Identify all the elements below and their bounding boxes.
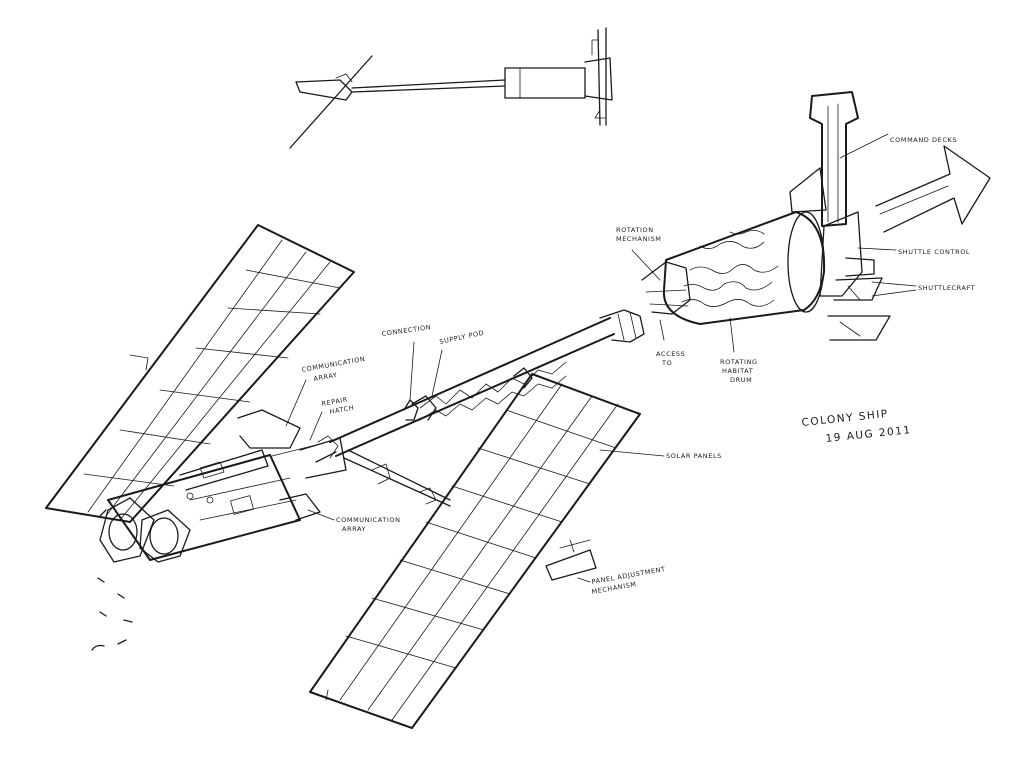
leader-lines xyxy=(285,133,917,583)
main-truss xyxy=(315,309,645,463)
label-rotation-mechanism-2: MECHANISM xyxy=(616,235,662,243)
habitat-drum xyxy=(641,211,826,325)
panel-adjustment-mechanism xyxy=(545,539,597,581)
label-comm-array-lower-1: COMMUNICATION xyxy=(336,516,401,524)
label-comm-array-lower-2: ARRAY xyxy=(342,525,366,533)
annotation-labels: COMMAND DECKS SHUTTLE CONTROL SHUTTLECRA… xyxy=(301,136,975,596)
label-habitat-drum-2: HABITAT xyxy=(722,367,753,375)
signature-block: COLONY SHIP 19 AUG 2011 xyxy=(801,408,912,445)
exhaust-trail xyxy=(91,509,133,651)
label-habitat-drum-1: ROTATING xyxy=(720,358,758,366)
signature-date: 19 AUG 2011 xyxy=(825,424,912,445)
signature-title: COLONY SHIP xyxy=(801,408,889,429)
label-rotation-mechanism-1: ROTATION xyxy=(616,226,654,234)
left-solar-panel xyxy=(45,224,355,523)
engine-module xyxy=(99,409,347,563)
label-shuttlecraft: SHUTTLECRAFT xyxy=(918,284,975,292)
label-solar-panels: SOLAR PANELS xyxy=(666,452,722,460)
thumbnail-sketch xyxy=(289,27,613,149)
label-connection: CONNECTION xyxy=(381,323,432,338)
label-access-to-2: TO xyxy=(661,359,672,367)
direction-arrow-icon xyxy=(875,145,991,233)
right-solar-panel xyxy=(309,373,641,729)
panel-arm xyxy=(343,449,451,507)
label-shuttle-control: SHUTTLE CONTROL xyxy=(898,248,970,256)
command-tower xyxy=(789,91,891,341)
label-supply-pod: SUPPLY POD xyxy=(439,329,485,346)
label-habitat-drum-3: DRUM xyxy=(730,376,752,384)
label-comm-array-upper-2: ARRAY xyxy=(313,371,338,383)
label-command-decks: COMMAND DECKS xyxy=(890,136,957,144)
label-access-to-1: ACCESS xyxy=(656,350,685,358)
